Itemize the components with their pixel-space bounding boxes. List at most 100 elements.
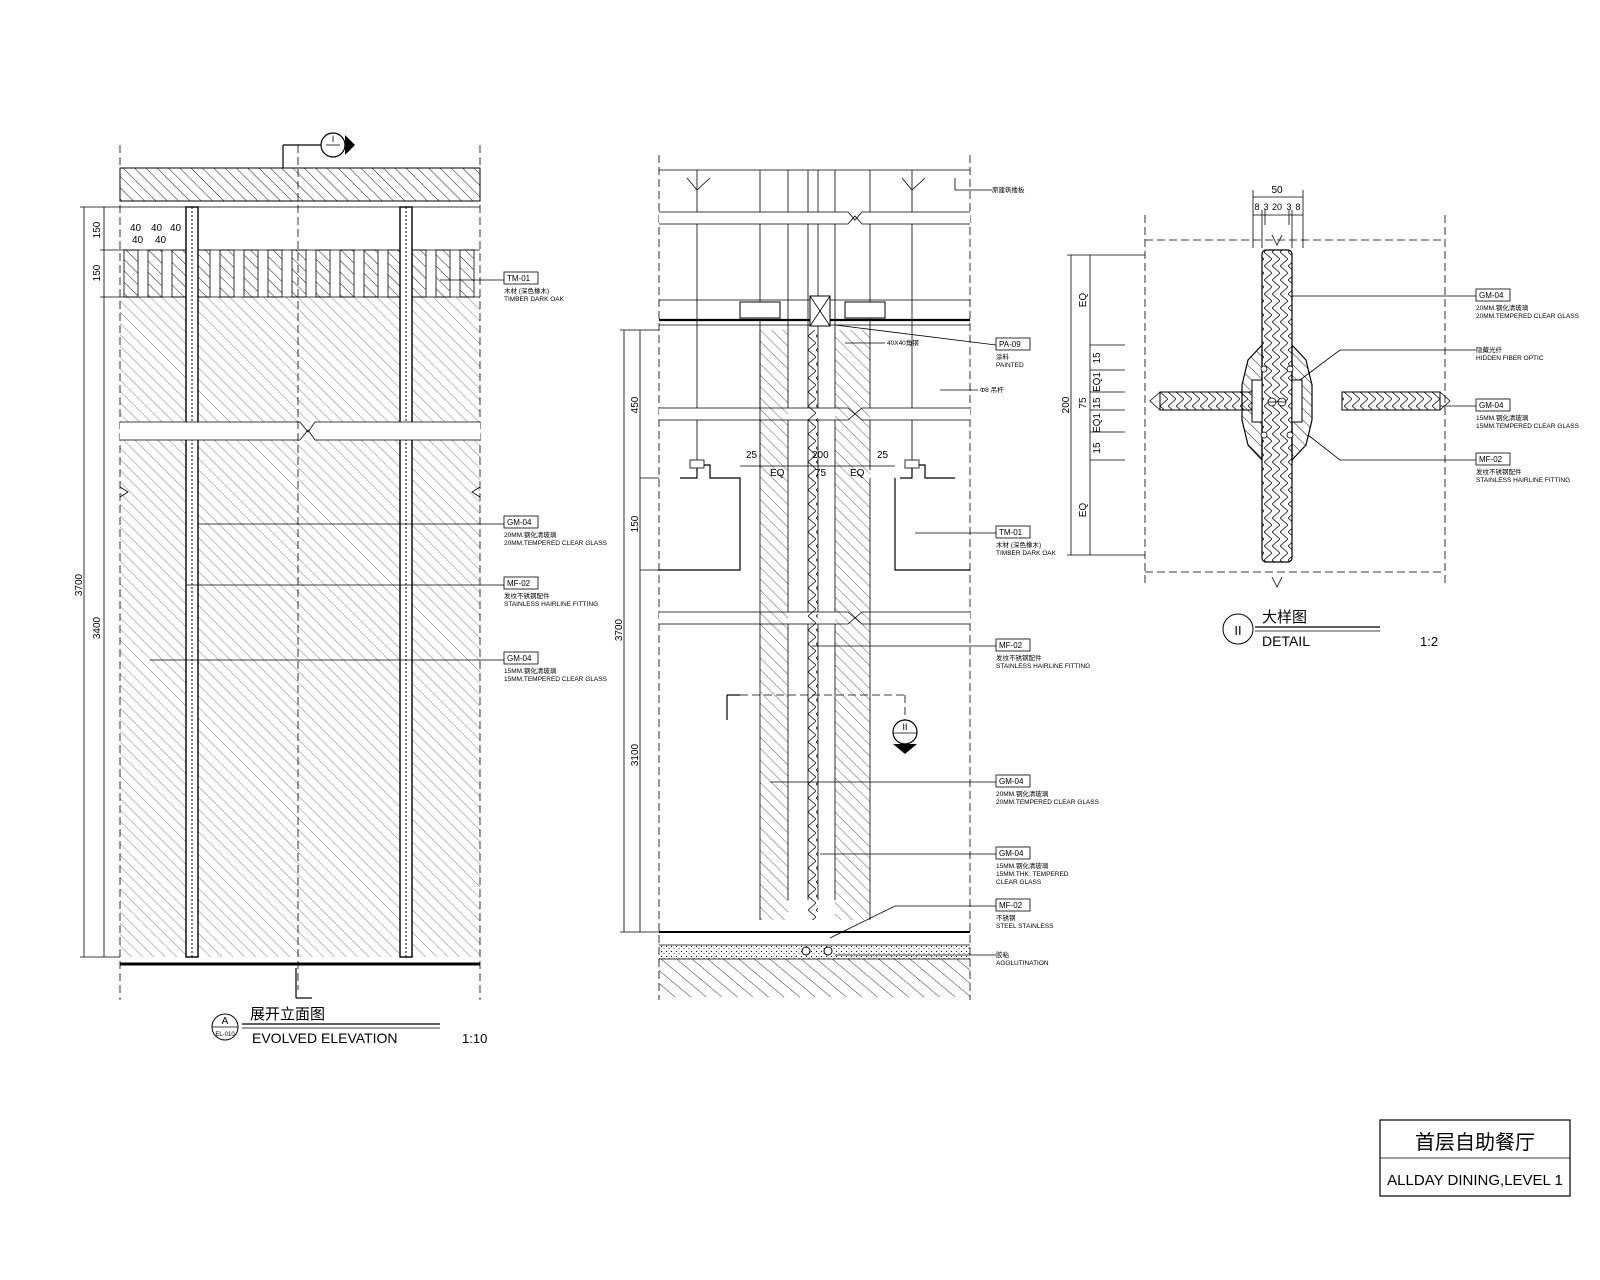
dim-50: 50 xyxy=(1271,185,1283,196)
evolved-elevation-drawing: I 150 150 3700 3400 40 40 40 40 40 TM- xyxy=(74,132,608,1046)
section-mark-i: I xyxy=(282,132,355,999)
callout-cn-mf02-section: 发纹不锈钢配件 xyxy=(996,653,1042,662)
detail-break-top xyxy=(1271,234,1283,246)
callout-tag-gm04-20: GM-04 xyxy=(507,518,532,527)
dim-150-second: 150 xyxy=(92,264,103,281)
callout-en-mf02-section: STAINLESS HAIRLINE FITTING xyxy=(996,663,1090,670)
elevation-title: A EL-010 展开立面图 EVOLVED ELEVATION 1:10 xyxy=(211,1005,487,1046)
callout-cn-agglutination: 胶粘 xyxy=(996,950,1010,959)
detail-en-mf02: STAINLESS HAIRLINE FITTING xyxy=(1476,477,1570,484)
detail-cn-fiber: 隐藏光纤 xyxy=(1476,345,1503,354)
callout-en-gm04-20: 20MM.TEMPERED CLEAR GLASS xyxy=(504,540,608,547)
detail-cn-gm04-15: 15MM.钢化清玻璃 xyxy=(1476,413,1529,422)
timber-slat xyxy=(363,249,379,298)
timber-slat xyxy=(459,249,475,298)
callout-en-mf02-steel: STEEL STAINLESS xyxy=(996,923,1054,930)
callout-cn-mf02-steel: 不锈钢 xyxy=(996,913,1016,922)
callout-angle-steel: 40X40角钢 xyxy=(887,338,919,347)
callout-tag-pa09: PA-09 xyxy=(999,340,1021,349)
title-block-en: ALLDAY DINING,LEVEL 1 xyxy=(1387,1172,1563,1189)
dim-eq-top: EQ xyxy=(1078,293,1089,308)
dim-20: 20 xyxy=(1272,202,1282,212)
dim-150: 150 xyxy=(630,515,641,532)
detail-en-gm04-15: 15MM.TEMPERED CLEAR GLASS xyxy=(1476,423,1580,430)
callout-tag-tm01: TM-01 xyxy=(507,274,531,283)
callout-en-tm01-section: TIMBER DARK OAK xyxy=(996,550,1057,557)
dim-15-b: 15 xyxy=(1092,397,1103,409)
detail-callouts: GM-04 20MM.钢化清玻璃 20MM.TEMPERED CLEAR GLA… xyxy=(1292,288,1580,484)
timber-slat xyxy=(147,249,163,298)
timber-slat xyxy=(315,249,331,298)
detail-marker-label: II xyxy=(1234,623,1241,638)
detail-break-bottom xyxy=(1271,576,1283,588)
callout-tag-gm04-20-section: GM-04 xyxy=(999,777,1024,786)
section-floor xyxy=(659,931,970,997)
detail-glass-break-left xyxy=(1149,391,1161,411)
timber-slat xyxy=(267,249,283,298)
callout-tag-mf02: MF-02 xyxy=(507,579,531,588)
dim-40-e: 40 xyxy=(155,235,167,246)
timber-slat xyxy=(339,249,355,298)
detail-title-en: DETAIL xyxy=(1262,633,1310,649)
detail-cn-gm04-20: 20MM.钢化清玻璃 xyxy=(1476,303,1529,312)
detail-tag-mf02: MF-02 xyxy=(1479,455,1503,464)
dim-3700: 3700 xyxy=(74,573,85,596)
callout-en-tm01: TIMBER DARK OAK xyxy=(504,296,565,303)
dim-eq1-a: EQ1 xyxy=(1092,372,1103,392)
detail-scale: 1:2 xyxy=(1420,634,1438,649)
timber-slat xyxy=(411,249,427,298)
section-dimensions: 450 150 3700 3100 25 200 25 EQ 75 EQ xyxy=(614,329,895,933)
detail-glass-break-right xyxy=(1439,391,1451,411)
timber-slat xyxy=(243,249,259,298)
callout-en-gm04-15-section: 15MM.THK. TEMPERED xyxy=(996,871,1069,878)
callout-tag-gm04-15-section: GM-04 xyxy=(999,849,1024,858)
callout-tag-mf02-steel: MF-02 xyxy=(999,901,1023,910)
callout-cn-gm04-20: 20MM.钢化清玻璃 xyxy=(504,530,557,539)
timber-fin-right xyxy=(894,459,970,571)
detail-en-gm04-20: 20MM.TEMPERED CLEAR GLASS xyxy=(1476,313,1580,320)
callout-cn-tm01: 木材 (深色橡木) xyxy=(504,286,549,295)
callout-cn-mf02: 发纹不锈钢配件 xyxy=(504,591,550,600)
dim-75: 75 xyxy=(815,468,827,479)
dim-3-right: 3 xyxy=(1286,202,1291,212)
dim-40-a: 40 xyxy=(130,223,142,234)
detail-tag-gm04-15: GM-04 xyxy=(1479,401,1504,410)
dim-eq-right: EQ xyxy=(850,468,865,479)
timber-slat xyxy=(435,249,451,298)
elevation-dimensions: 150 150 3700 3400 40 40 40 40 40 xyxy=(74,206,182,958)
timber-slat xyxy=(219,249,235,298)
section-mark-label: I xyxy=(332,134,335,144)
dim-200-detail: 200 xyxy=(1061,396,1072,413)
timber-slat xyxy=(291,249,307,298)
elevation-title-en: EVOLVED ELEVATION xyxy=(252,1030,398,1046)
ceiling-slab-hatch xyxy=(119,167,481,202)
callout-en-gm04-20-section: 20MM.TEMPERED CLEAR GLASS xyxy=(996,799,1100,806)
dim-75-detail: 75 xyxy=(1078,397,1089,409)
break-tick-left xyxy=(119,486,129,498)
dim-8-right: 8 xyxy=(1295,202,1300,212)
dim-150-top: 150 xyxy=(92,221,103,238)
section-ii-label: II xyxy=(902,722,907,732)
elevation-callouts: TM-01 木材 (深色橡木) TIMBER DARK OAK GM-04 20… xyxy=(150,271,608,683)
timber-slats-band xyxy=(120,249,480,298)
callout-en-agglutination: AGGLUTINATION xyxy=(996,960,1049,967)
dim-15-c: 15 xyxy=(1092,442,1103,454)
dim-3700-section: 3700 xyxy=(614,618,625,641)
break-line-middle xyxy=(120,421,480,441)
callout-en-pa09: PAINTED xyxy=(996,362,1024,369)
callout-tag-gm04-15: GM-04 xyxy=(507,654,532,663)
detail-tag-gm04-20: GM-04 xyxy=(1479,291,1504,300)
dim-200: 200 xyxy=(812,450,829,461)
dim-3-left: 3 xyxy=(1263,202,1268,212)
dim-40-b: 40 xyxy=(151,223,163,234)
break-tick-right xyxy=(471,486,481,498)
dim-eq1-b: EQ1 xyxy=(1092,413,1103,433)
dim-40-c: 40 xyxy=(170,223,182,234)
dim-eq-left: EQ xyxy=(770,468,785,479)
dim-450: 450 xyxy=(630,396,641,413)
detail-vertical-glass xyxy=(1261,249,1293,563)
callout-rod: Φ8 吊杆 xyxy=(980,385,1004,394)
detail-dims-left: 200 EQ 15 EQ1 75 15 EQ1 15 EQ xyxy=(1061,254,1145,556)
detail-cn-mf02: 发纹不锈钢配件 xyxy=(1476,467,1522,476)
section-mark-ii: II xyxy=(726,694,918,754)
